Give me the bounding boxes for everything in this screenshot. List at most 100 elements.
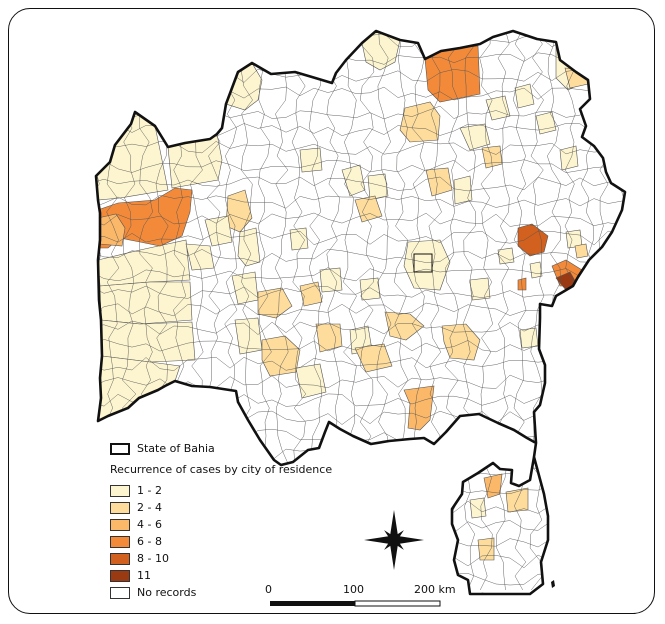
municipality [477,537,495,561]
municipality [559,145,579,171]
municipality-border-line [96,302,623,317]
scale-tick-200km: 200 km [414,583,456,596]
legend-class-label: 8 - 10 [137,552,169,565]
municipality [261,335,301,377]
municipality [299,147,323,173]
municipality [574,243,589,259]
municipality-border-line [359,31,375,591]
municipality-border-line [96,410,623,426]
municipality [289,227,309,251]
legend-swatch [110,552,130,565]
municipality-border-line [96,284,623,299]
municipality-border-line [479,31,493,591]
legend-class-row: 1 - 2 [110,482,332,499]
municipality-square [413,253,433,273]
municipality [96,111,169,201]
legend-class-row: 4 - 6 [110,516,332,533]
legend-class-label: 6 - 8 [137,535,162,548]
municipality-border-line [96,176,623,192]
legend-class-label: 11 [137,569,151,582]
municipality [367,173,389,201]
municipality [399,101,441,143]
municipality [354,195,383,223]
municipality-border-line [96,320,623,335]
municipality [315,323,343,353]
municipality [519,327,539,349]
municipality [384,311,425,341]
municipality [529,261,543,279]
legend-class-label: No records [137,586,197,599]
municipality [403,239,451,291]
municipality-border-line [580,31,596,591]
municipality [97,239,191,287]
municipality-border-line [96,159,623,173]
scale-tick-0: 0 [265,583,272,596]
legend-swatch [110,535,130,548]
municipality-border-line [96,68,623,84]
municipality-border-line [96,230,623,246]
municipality-border-line [96,31,103,591]
municipality [425,167,453,197]
scale-bar [270,600,441,607]
municipality-border-line [96,248,623,263]
island-mark [551,580,555,588]
legend-class-label: 1 - 2 [137,484,162,497]
municipality [97,355,181,422]
municipality [469,497,487,519]
municipality [299,281,323,307]
state-outline [94,29,627,596]
legend-title: Recurrence of cases by city of residence [110,463,333,476]
municipality-border-line [598,31,612,591]
municipality-border-line [444,31,459,591]
municipality [483,473,503,499]
municipality [225,189,253,233]
municipality-border-line [343,31,358,591]
municipality [403,385,435,431]
municipality [257,287,293,319]
municipality [237,227,261,267]
municipality-border-line [96,267,623,282]
municipality-border-line [496,31,510,591]
legend-class-label: 2 - 4 [137,501,162,514]
scale-tick-100: 100 [343,583,364,596]
municipality-border-line [96,339,623,353]
boundary-swatch [110,442,130,455]
legend-class-row: 8 - 10 [110,550,332,567]
legend-swatch [110,484,130,497]
municipality-border-line [615,31,625,591]
legend-swatch [110,518,130,531]
municipality-border-line [96,212,623,227]
municipality [359,277,381,301]
municipality-regions [96,31,589,561]
legend-classes: 1 - 2 2 - 4 4 - 6 6 - 8 8 - 10 11 No records [110,482,332,601]
legend-class-row: No records [110,584,332,601]
municipality [295,363,327,399]
map-legend: State of Bahia Recurrence of cases by ci… [110,440,332,601]
municipality [204,215,233,247]
legend-swatch [110,586,130,599]
municipality-border-line [513,31,527,591]
municipality [441,323,481,361]
municipality [99,281,193,325]
north-arrow-icon [364,510,424,570]
legend-class-row: 6 - 8 [110,533,332,550]
municipality [354,343,393,373]
municipality [535,111,557,135]
municipality-border-line [96,194,623,209]
legend-boundary-label: State of Bahia [137,442,215,455]
municipality [517,223,549,257]
legend-class-row: 2 - 4 [110,499,332,516]
municipality [341,164,366,197]
municipality [485,95,511,121]
legend-class-row: 11 [110,567,332,584]
municipality-border-line [529,31,545,591]
legend-swatch [110,569,130,582]
municipality [514,83,535,109]
legend-swatch [110,501,130,514]
municipality-border-line [462,31,476,591]
municipality [497,247,515,265]
municipality-border-line [96,51,623,65]
legend-boundary-row: State of Bahia [110,440,332,457]
municipality-border-line [376,31,392,591]
